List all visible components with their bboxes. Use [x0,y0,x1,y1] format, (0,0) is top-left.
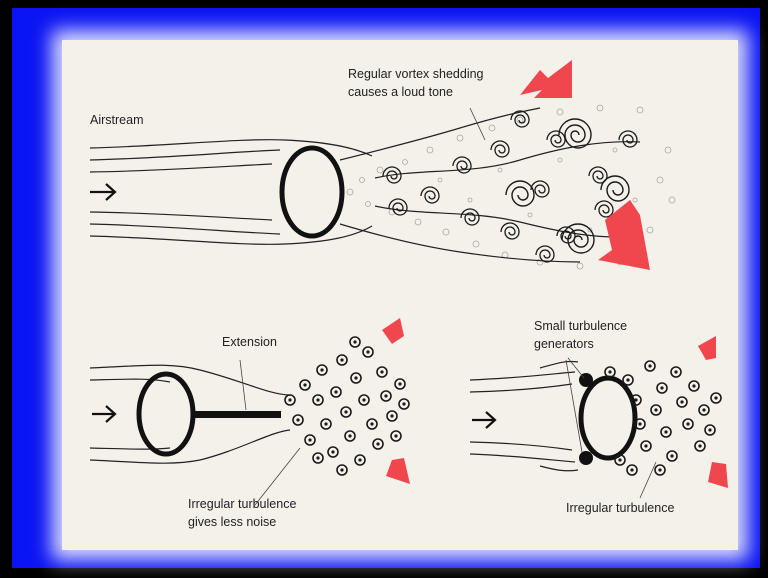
br-generator-top [579,373,593,387]
top-sound-arrow-icon-upper [520,60,572,98]
bl-sound-arrow-icon-upper [382,318,404,344]
label-airstream: Airstream [90,112,143,128]
br-turbulence [605,361,721,475]
label-extension: Extension [222,334,277,350]
bl-cylinder [139,374,193,454]
br-generator-callout-2 [566,360,582,452]
br-irregular-callout [640,462,656,498]
br-sound-arrow-icon-upper [698,336,716,360]
br-sound-arrow-icon-lower [708,462,728,488]
label-irregular-less-line2: gives less noise [188,514,276,530]
top-wake-lines [340,108,640,262]
top-vortices [383,111,637,262]
label-vortex-line1: Regular vortex shedding [348,66,484,82]
bl-sound-arrow-icon-lower [386,458,410,484]
br-cylinder [581,378,635,458]
bl-extension-callout [240,360,246,410]
br-flow-arrow-icon [472,412,495,428]
label-small-gen-line1: Small turbulence [534,318,627,334]
bl-turbulence [285,337,409,475]
top-cylinder [282,148,342,236]
br-streamlines [470,361,578,470]
label-small-gen-line2: generators [534,336,594,352]
bl-extension-plate [193,411,281,418]
top-sound-arrow-icon-lower [598,200,650,270]
bl-flow-arrow-icon [92,406,115,422]
label-irregular: Irregular turbulence [566,500,674,516]
br-generator-callout-1 [568,358,584,378]
label-irregular-less-line1: Irregular turbulence [188,496,296,512]
label-vortex-line2: causes a loud tone [348,84,453,100]
br-generator-bottom [579,451,593,465]
top-flow-arrow-icon [90,184,115,200]
